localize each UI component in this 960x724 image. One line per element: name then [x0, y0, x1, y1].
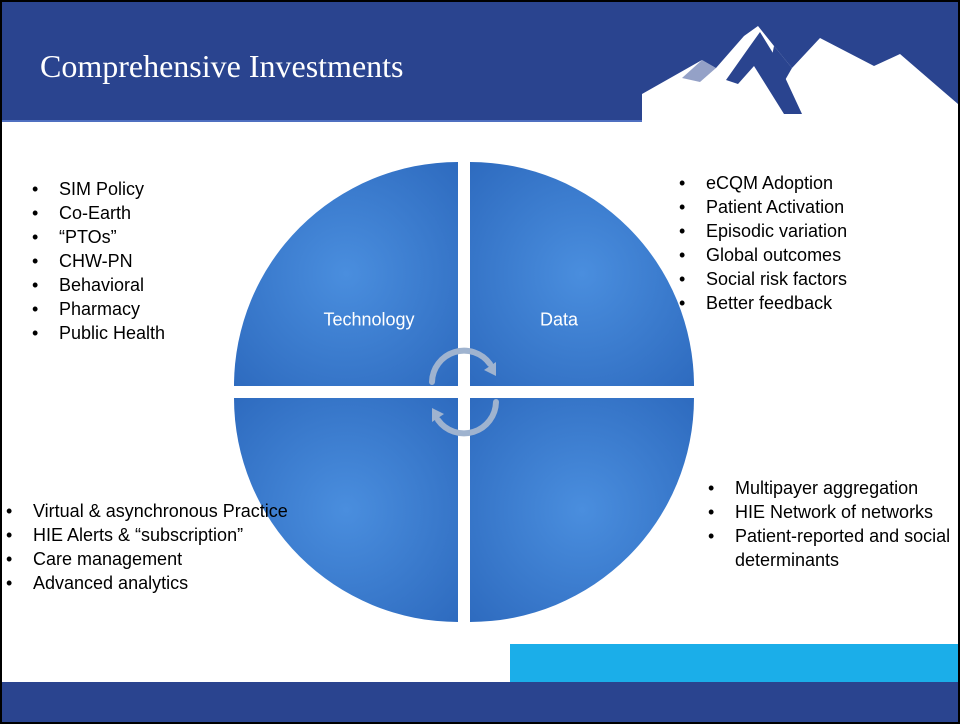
quadrant-technology — [234, 398, 458, 622]
workforce-list: SIM Policy Co-Earth “PTOs” CHW-PN Behavi… — [29, 177, 165, 345]
cycle-diagram — [234, 162, 694, 622]
list-item: Virtual & asynchronous Practice — [3, 499, 288, 523]
list-item: Better feedback — [676, 291, 847, 315]
list-item: HIE Alerts & “subscription” — [3, 523, 288, 547]
header-divider — [2, 120, 958, 122]
mountain-logo-icon — [642, 26, 958, 122]
quadrant-measurement — [470, 162, 694, 386]
list-item: Global outcomes — [676, 243, 847, 267]
measurement-list: eCQM Adoption Patient Activation Episodi… — [676, 171, 847, 315]
list-item: Public Health — [29, 321, 165, 345]
footer-band — [2, 682, 958, 722]
list-item: Care management — [3, 547, 288, 571]
quadrant-label-data: Data — [539, 309, 579, 330]
technology-list: Virtual & asynchronous Practice HIE Aler… — [3, 499, 288, 595]
quadrant-data — [470, 398, 694, 622]
quadrant-label-workforce: Workforce — [300, 141, 382, 162]
list-item: Co-Earth — [29, 201, 165, 225]
quadrant-workforce — [234, 162, 458, 386]
list-item: Advanced analytics — [3, 571, 288, 595]
list-item: CHW-PN — [29, 249, 165, 273]
list-item: Multipayer aggregation — [705, 476, 957, 500]
list-item: HIE Network of networks — [705, 500, 957, 524]
list-item: Behavioral — [29, 273, 165, 297]
list-item: Pharmacy — [29, 297, 165, 321]
list-item: eCQM Adoption — [676, 171, 847, 195]
quadrant-label-technology: Technology — [323, 309, 415, 330]
data-list: Multipayer aggregation HIE Network of ne… — [705, 476, 957, 572]
quadrant-label-measurement: Measurement — [489, 141, 601, 162]
list-item: Patient-reported and social determinants — [705, 524, 957, 572]
accent-bar — [510, 644, 958, 682]
list-item: Patient Activation — [676, 195, 847, 219]
list-item: Episodic variation — [676, 219, 847, 243]
circular-arrows-icon — [429, 347, 499, 437]
slide-title: Comprehensive Investments — [40, 48, 404, 84]
list-item: “PTOs” — [29, 225, 165, 249]
list-item: Social risk factors — [676, 267, 847, 291]
list-item: SIM Policy — [29, 177, 165, 201]
